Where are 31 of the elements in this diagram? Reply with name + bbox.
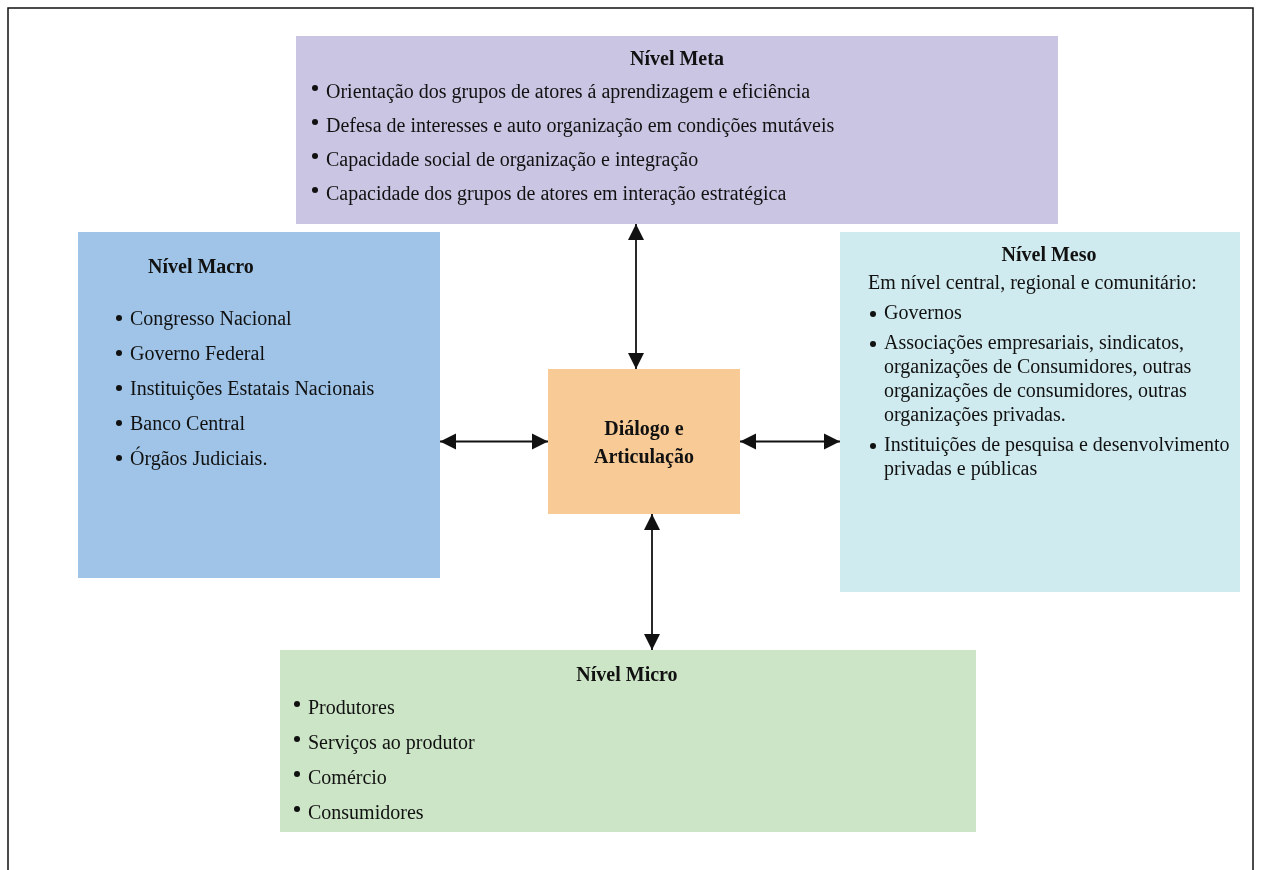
bullet-item: Comércio: [292, 760, 962, 795]
bullet-item: Instituições de pesquisa e desenvolvimento privadas e públicas: [868, 432, 1230, 480]
bullet-item: Associações empresariais, sindicatos, organizações de Consumidores, outras organizações de consumidores, outras organizações privadas.: [868, 330, 1230, 426]
node-title: Diálogo e Articulação: [593, 415, 695, 470]
bullet-item: Capacidade social de organização e integração: [310, 142, 1044, 176]
node-text: Em nível central, regional e comunitário:: [868, 270, 1198, 294]
center-box: [548, 369, 740, 514]
double-arrow: [627, 223, 645, 370]
double-arrow: [439, 433, 549, 450]
bullet-item: Governos: [868, 300, 1230, 324]
meso-level-box: [840, 232, 1240, 592]
double-arrow: [643, 513, 661, 651]
macro-level-box: [78, 232, 440, 578]
bullet-item: Defesa de interesses e auto organização em condições mutáveis: [310, 108, 1044, 142]
bullet-item: Orientação dos grupos de atores á aprendizagem e eficiência: [310, 74, 1044, 108]
bullet-item: Governo Federal: [114, 339, 420, 367]
meta-level-box: [296, 36, 1058, 224]
bullet-item: Congresso Nacional: [114, 304, 420, 332]
node-title: Nível Micro: [575, 662, 679, 686]
bullet-item: Produtores: [292, 690, 962, 725]
micro-level-box: [280, 650, 976, 832]
bullet-item: Consumidores: [292, 795, 962, 830]
bullet-item: Serviços ao produtor: [292, 725, 962, 760]
node-title: Nível Meta: [629, 46, 725, 70]
bullet-item: Capacidade dos grupos de atores em interação estratégica: [310, 176, 1044, 210]
node-title: Nível Macro: [148, 254, 255, 278]
bullet-item: Banco Central: [114, 409, 420, 437]
node-title: Nível Meso: [1000, 242, 1098, 266]
bullet-item: Instituições Estatais Nacionais: [114, 374, 420, 402]
bullet-item: Órgãos Judiciais.: [114, 444, 420, 472]
double-arrow: [739, 433, 841, 450]
